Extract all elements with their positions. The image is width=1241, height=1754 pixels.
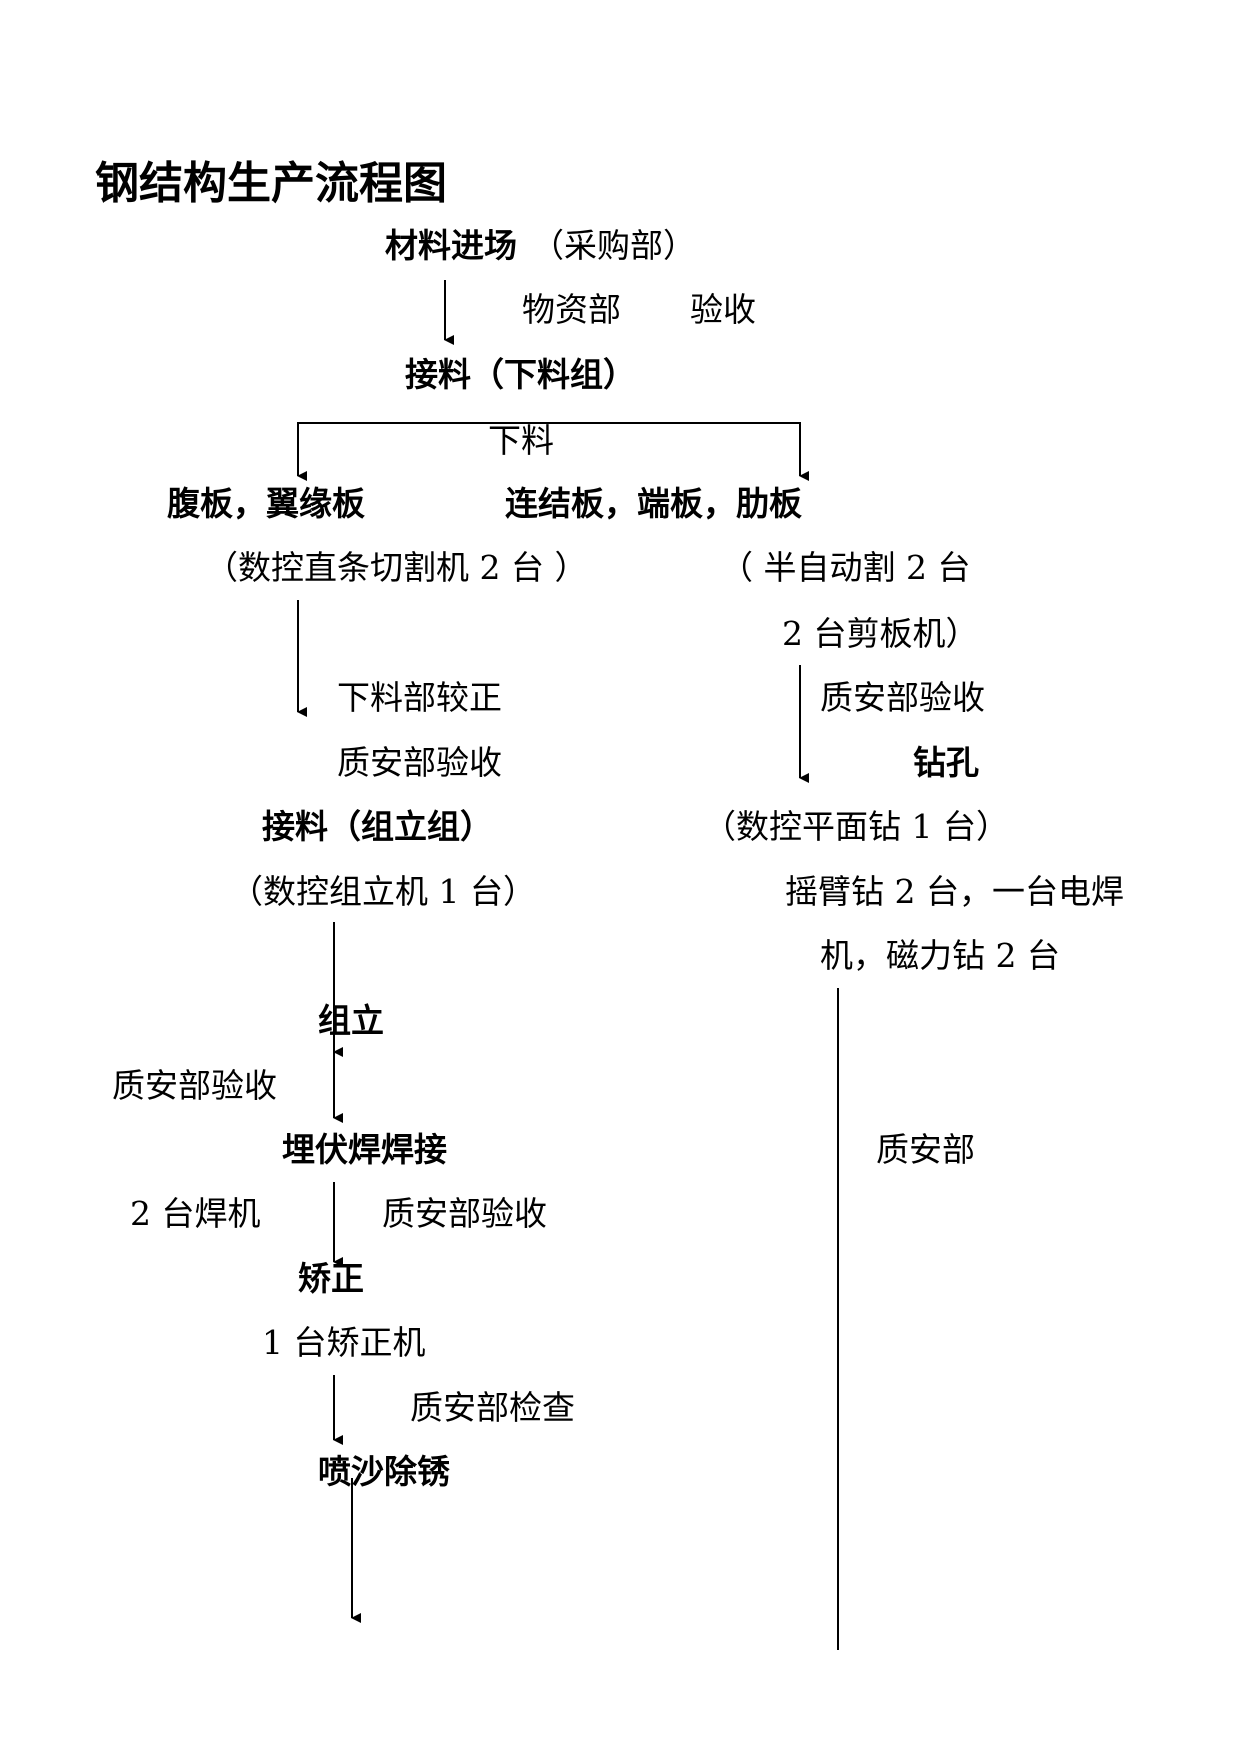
connect-equipment-2: 2 台剪板机） xyxy=(782,614,979,653)
node-receive-cutting: 接料（下料组） xyxy=(405,355,636,394)
note-welding-qa: 质安部验收 xyxy=(382,1194,547,1233)
node-web-flange: 腹板，翼缘板 xyxy=(167,484,365,523)
note-qa-acceptance-left: 质安部验收 xyxy=(337,743,502,782)
note-qa-acceptance-right: 质安部验收 xyxy=(820,678,985,717)
note-acceptance: 验收 xyxy=(690,290,756,329)
node-straightening: 矫正 xyxy=(298,1259,364,1298)
connect-equipment-1: （ 半自动割 2 台 xyxy=(720,548,971,587)
drill-equipment-1: （数控平面钻 1 台） xyxy=(703,807,1009,846)
note-supplies-dept: 物资部 xyxy=(522,290,621,329)
node-submerged-arc-welding: 埋伏焊焊接 xyxy=(282,1130,447,1169)
web-flange-equipment: （数控直条切割机 2 台 ） xyxy=(205,548,588,587)
node-material-in-dept: （采购部） xyxy=(531,226,696,265)
label-cut: 下料 xyxy=(488,421,554,460)
note-straightening-qa: 质安部检查 xyxy=(410,1388,575,1427)
note-assembly-qa: 质安部验收 xyxy=(112,1066,277,1105)
straightening-equipment: 1 台矫正机 xyxy=(262,1323,426,1362)
node-assembly: 组立 xyxy=(318,1001,384,1040)
note-cutting-correction: 下料部较正 xyxy=(337,678,502,717)
node-drilling: 钻孔 xyxy=(913,743,979,782)
node-receive-assembly: 接料（组立组） xyxy=(262,807,493,846)
drill-equipment-3: 机，磁力钻 2 台 xyxy=(820,936,1060,975)
drill-equipment-2: 摇臂钻 2 台，一台电焊 xyxy=(785,872,1124,911)
node-connect-plates: 连结板，端板，肋板 xyxy=(505,484,802,523)
node-material-in: 材料进场 xyxy=(385,226,517,265)
label-qa-dept-right: 质安部 xyxy=(876,1130,975,1169)
welding-equipment: 2 台焊机 xyxy=(130,1194,261,1233)
page-title: 钢结构生产流程图 xyxy=(95,158,447,209)
node-sandblasting: 喷沙除锈 xyxy=(318,1452,450,1491)
assembly-equipment: （数控组立机 1 台） xyxy=(230,872,536,911)
